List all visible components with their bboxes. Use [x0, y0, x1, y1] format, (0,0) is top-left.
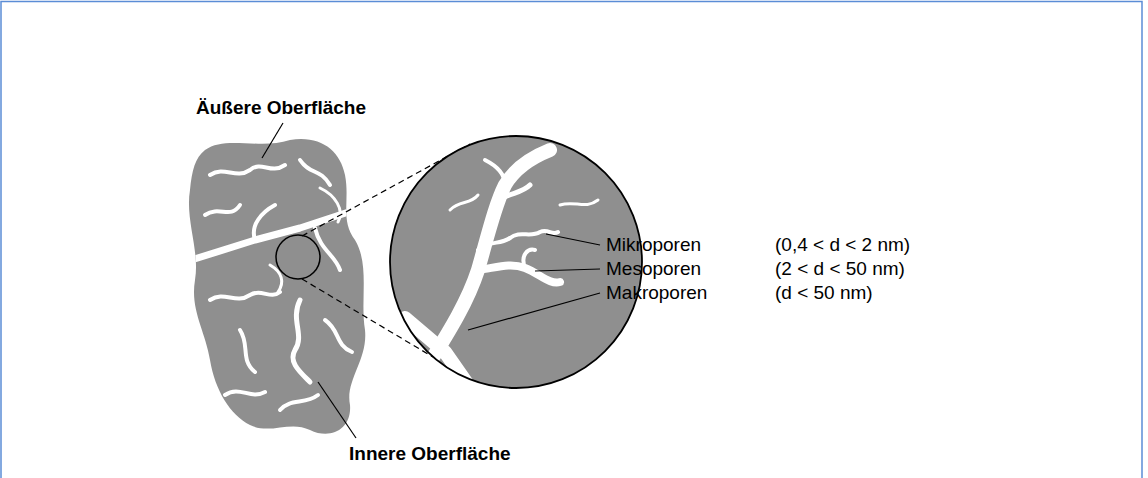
particle — [185, 139, 370, 434]
pore-name: Makroporen — [606, 281, 707, 305]
magnified-pore-view — [390, 136, 642, 395]
pore-size-range: (0,4 < d < 2 nm) — [775, 233, 910, 257]
outer-surface-label: Äußere Oberfläche — [196, 96, 366, 120]
pore-size-range: (2 < d < 50 nm) — [775, 257, 905, 281]
pore-name: Mesoporen — [606, 257, 701, 281]
inner-surface-label: Innere Oberfläche — [349, 442, 511, 466]
pore-size-range: (d < 50 nm) — [775, 281, 873, 305]
leader-lines — [262, 123, 600, 438]
pore-name: Mikroporen — [606, 233, 701, 257]
